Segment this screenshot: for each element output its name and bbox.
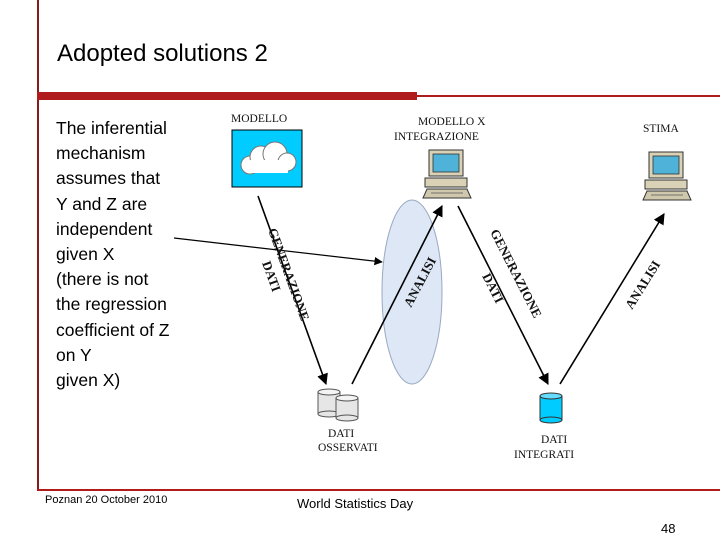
node-modello-label: MODELLO xyxy=(231,113,287,125)
dati-osservati-label-2: OSSERVATI xyxy=(318,442,378,454)
page-number: 48 xyxy=(661,521,676,536)
computer-icon-integrazione xyxy=(422,149,472,199)
body-line: coefficient of Z xyxy=(56,319,170,340)
body-line: independent xyxy=(56,218,153,239)
body-line: on Y xyxy=(56,344,92,365)
body-line: Y and Z are xyxy=(56,193,148,214)
title-underline-thin xyxy=(417,95,720,97)
body-line: the regression xyxy=(56,294,167,315)
body-line: given X) xyxy=(56,370,121,391)
left-accent-rule xyxy=(37,0,39,490)
body-text: The inferential mechanism assumes that Y… xyxy=(56,116,196,393)
cloud-icon xyxy=(231,129,303,188)
body-line: assumes that xyxy=(56,168,161,189)
node-integrazione-label-2: INTEGRAZIONE xyxy=(394,131,479,143)
body-line: The inferential xyxy=(56,118,167,138)
footer-date: Poznan 20 October 2010 xyxy=(45,494,168,506)
node-integrazione-label-1: MODELLO X xyxy=(418,116,486,128)
computer-icon-stima xyxy=(642,151,692,201)
arrow-generazione-osservati xyxy=(257,195,328,386)
database-icon-integrati xyxy=(539,392,563,424)
dati-integrati-label-2: INTEGRATI xyxy=(514,449,574,461)
database-icon-osservati xyxy=(317,388,359,422)
label-dati-right: DATI xyxy=(479,271,507,306)
integration-ellipse xyxy=(381,199,443,385)
label-analisi-right: ANALISI xyxy=(622,258,663,312)
title-underline-bar xyxy=(37,92,417,100)
body-line: given X xyxy=(56,244,115,265)
node-stima-label: STIMA xyxy=(643,123,679,135)
arrow-analisi-stima xyxy=(559,213,665,385)
label-generazione-right: GENERAZIONE xyxy=(487,227,545,321)
pointer-arrow xyxy=(173,237,383,266)
body-line: (there is not xyxy=(56,269,149,290)
slide-title: Adopted solutions 2 xyxy=(57,40,268,67)
footer-event: World Statistics Day xyxy=(297,496,414,511)
dati-integrati-label-1: DATI xyxy=(541,434,567,446)
arrow-analisi-integrazione xyxy=(351,205,443,385)
dati-osservati-label-1: DATI xyxy=(328,428,354,440)
body-line: mechanism xyxy=(56,143,146,164)
arrow-generazione-integrati xyxy=(457,205,549,385)
footer-rule xyxy=(37,489,720,491)
